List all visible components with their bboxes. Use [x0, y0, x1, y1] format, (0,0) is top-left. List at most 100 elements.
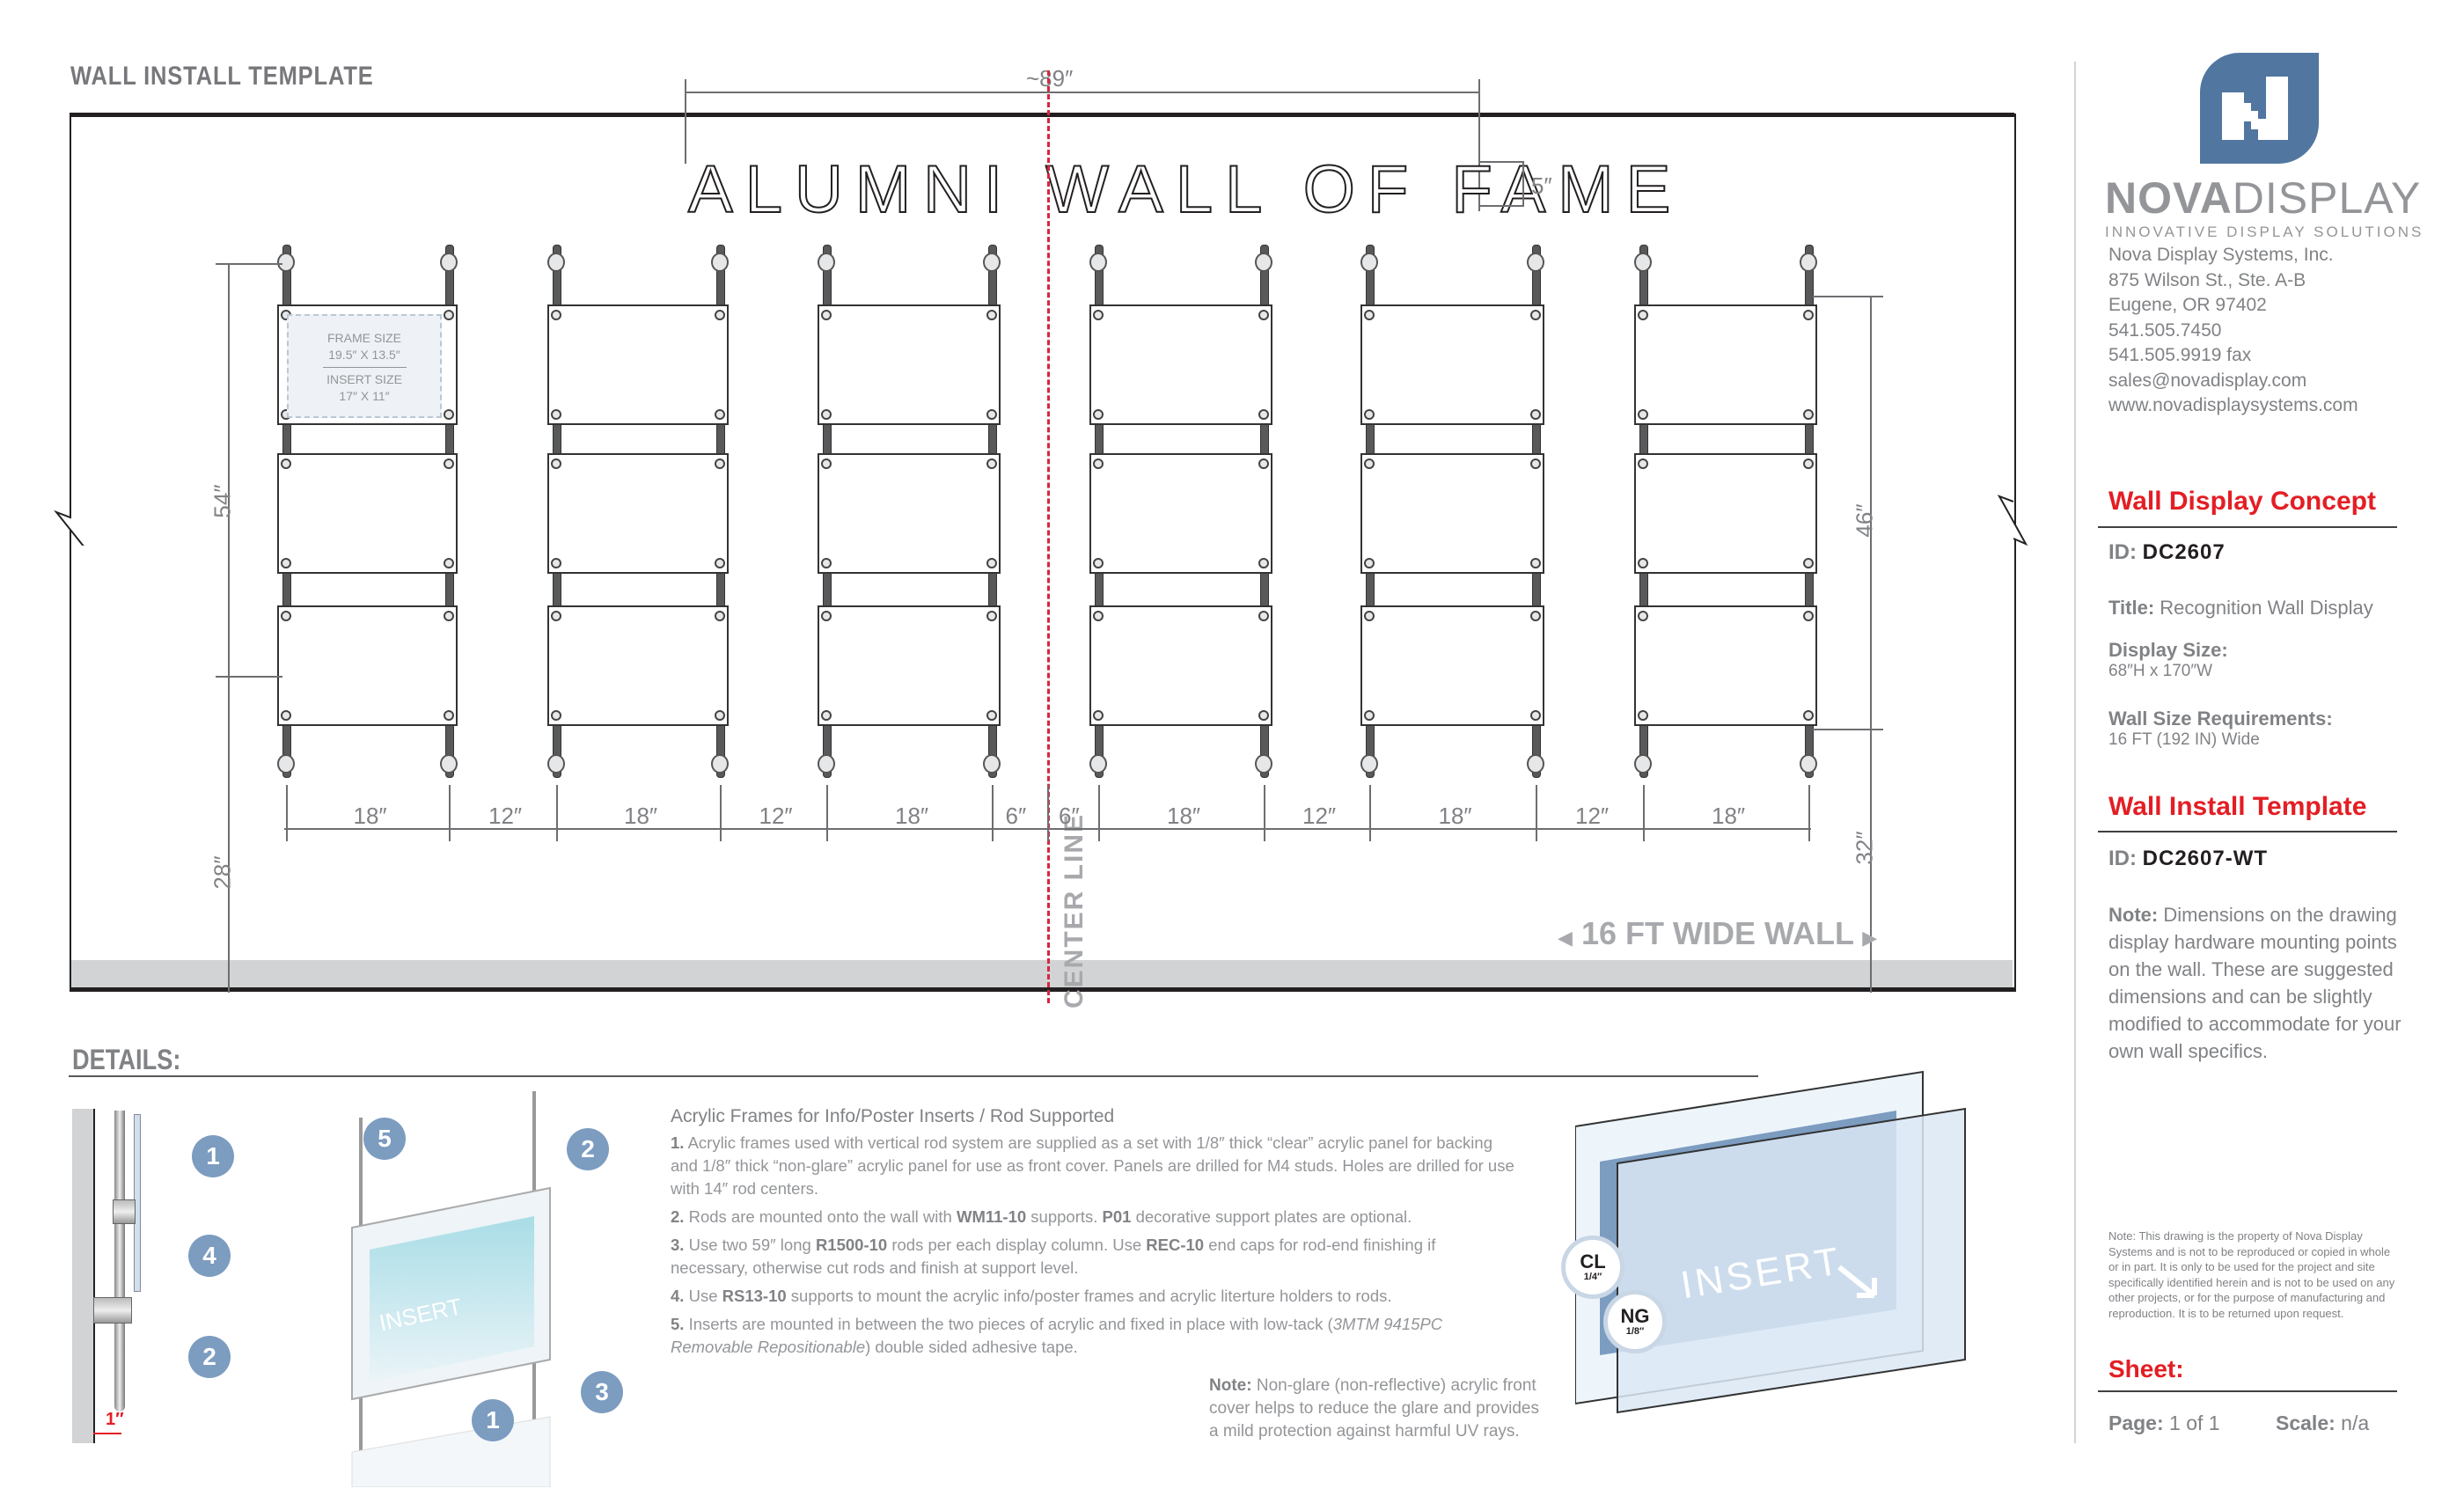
stud-icon	[1258, 558, 1269, 568]
company-address: Nova Display Systems, Inc. 875 Wilson St…	[2108, 243, 2358, 419]
callout-3: 3	[581, 1371, 623, 1413]
brand-light: DISPLAY	[2232, 173, 2422, 223]
acrylic-frame	[1634, 304, 1817, 425]
wall-outline	[70, 114, 2016, 992]
exploded-panels-illustration: INSERT	[1575, 1070, 1966, 1414]
sign-height-ext-top	[1480, 161, 1524, 163]
stud-icon	[551, 710, 561, 721]
tape-product: 3MTM 9415PC Removable Repositionable	[671, 1315, 1443, 1356]
stud-icon	[1364, 611, 1375, 621]
acrylic-frame	[1089, 304, 1272, 425]
stud-icon	[715, 710, 725, 721]
concept-id-value: DC2607	[2142, 540, 2226, 564]
num: 3.	[671, 1236, 685, 1254]
left-height-dim: 54″	[209, 484, 236, 518]
stud-icon	[1258, 710, 1269, 721]
stud-icon	[1530, 458, 1541, 469]
stud-icon	[715, 458, 725, 469]
dim-tick	[1264, 785, 1265, 841]
acrylic-frame	[277, 605, 458, 726]
horizontal-dim-label: 18″	[1167, 803, 1201, 829]
horizontal-dim-label: 18″	[895, 803, 929, 829]
concept-title: Title: Recognition Wall Display	[2108, 597, 2373, 620]
text: decorative support plates are optional.	[1131, 1207, 1412, 1226]
num: 1.	[671, 1133, 685, 1152]
text: Use	[688, 1287, 722, 1305]
callout-1b: 1	[472, 1399, 514, 1441]
wall-support-icon	[440, 253, 458, 272]
callout-4: 4	[188, 1235, 231, 1277]
title-label: Title:	[2108, 597, 2155, 619]
wall-support-icon	[1360, 253, 1378, 272]
uv-note-label: Note:	[1209, 1376, 1252, 1395]
stud-icon	[1803, 710, 1814, 721]
stud-icon	[1803, 558, 1814, 568]
template-rule	[2098, 831, 2397, 832]
offset-dim: 1″	[106, 1410, 124, 1429]
brand-tagline: INNOVATIVE DISPLAY SOLUTIONS	[2105, 224, 2424, 240]
stud-icon	[444, 310, 454, 320]
instructions: Acrylic Frames for Info/Poster Inserts /…	[671, 1105, 1515, 1364]
template-id-value: DC2607-WT	[2142, 847, 2269, 870]
stud-icon	[281, 558, 291, 568]
text: Inserts are mounted in between the two p…	[688, 1315, 1333, 1333]
stud-icon	[1638, 611, 1648, 621]
horizontal-dim-label: 6″	[1059, 803, 1080, 829]
acrylic-frame	[547, 605, 729, 726]
right-dim-line	[1870, 297, 1872, 993]
stud-icon	[1258, 611, 1269, 621]
sheet-heading: Sheet:	[2108, 1355, 2184, 1382]
stud-icon	[281, 611, 291, 621]
wall-support-icon	[1089, 754, 1107, 774]
sheet-rule	[2098, 1390, 2397, 1392]
email-link[interactable]: sales@novadisplay.com	[2108, 370, 2307, 391]
stud-icon	[715, 409, 725, 420]
ceiling-line	[70, 113, 2014, 117]
wall-support-icon	[983, 754, 1001, 774]
stud-icon	[1530, 611, 1541, 621]
frame-size-value: 19.5″ X 13.5″	[328, 348, 400, 362]
dim-tick	[992, 785, 994, 841]
right-floor-dim: 32″	[1851, 831, 1878, 865]
website-link[interactable]: www.novadisplaysystems.com	[2108, 395, 2358, 415]
stud-icon	[1638, 409, 1648, 420]
sign-title: ALUMNI WALL OF FAME	[687, 151, 1683, 228]
horizontal-dim-label: 18″	[353, 803, 387, 829]
page-label: Page:	[2108, 1412, 2164, 1434]
wall-support-icon	[1527, 754, 1544, 774]
uv-note: Note: Non-glare (non-reflective) acrylic…	[1209, 1375, 1544, 1443]
stud-icon	[551, 458, 561, 469]
stud-icon	[821, 611, 832, 621]
wall-support-icon	[1089, 253, 1107, 272]
legal-note: Note: This drawing is the property of No…	[2108, 1229, 2395, 1320]
stud-icon	[1638, 710, 1648, 721]
wall-support-icon	[1255, 253, 1272, 272]
stud-icon	[1093, 458, 1104, 469]
sign-height-dim: 5″	[1531, 172, 1552, 199]
text: rods per each display column. Use	[887, 1236, 1147, 1254]
part-code: R1500-10	[815, 1236, 888, 1254]
stud-icon	[444, 611, 454, 621]
acrylic-frame	[818, 605, 1001, 726]
note-label: Note:	[2108, 904, 2159, 926]
left-dim-line	[228, 264, 230, 993]
brand: NOVADISPLAY INNOVATIVE DISPLAY SOLUTIONS	[2105, 172, 2424, 241]
page-value: 1 of 1	[2169, 1412, 2220, 1434]
horizontal-dim-label: 12″	[488, 803, 523, 829]
acrylic-frame	[1360, 304, 1544, 425]
side-rod	[114, 1111, 125, 1412]
text: Acrylic frames used with vertical rod sy…	[671, 1133, 1514, 1198]
wall-req-value: 16 FT (192 IN) Wide	[2108, 730, 2260, 749]
display-size: Display Size:68″H x 170″W	[2108, 639, 2228, 681]
stud-icon	[1638, 458, 1648, 469]
sign-width-dim-line	[685, 92, 1480, 93]
side-wall-support	[93, 1297, 132, 1324]
stud-icon	[1258, 458, 1269, 469]
scale-label: Scale:	[2276, 1412, 2336, 1434]
side-wall	[72, 1109, 95, 1443]
dim-tick	[556, 785, 558, 841]
display-size-label: Display Size:	[2108, 639, 2228, 661]
concept-rule	[2098, 526, 2397, 528]
stud-icon	[1803, 310, 1814, 320]
